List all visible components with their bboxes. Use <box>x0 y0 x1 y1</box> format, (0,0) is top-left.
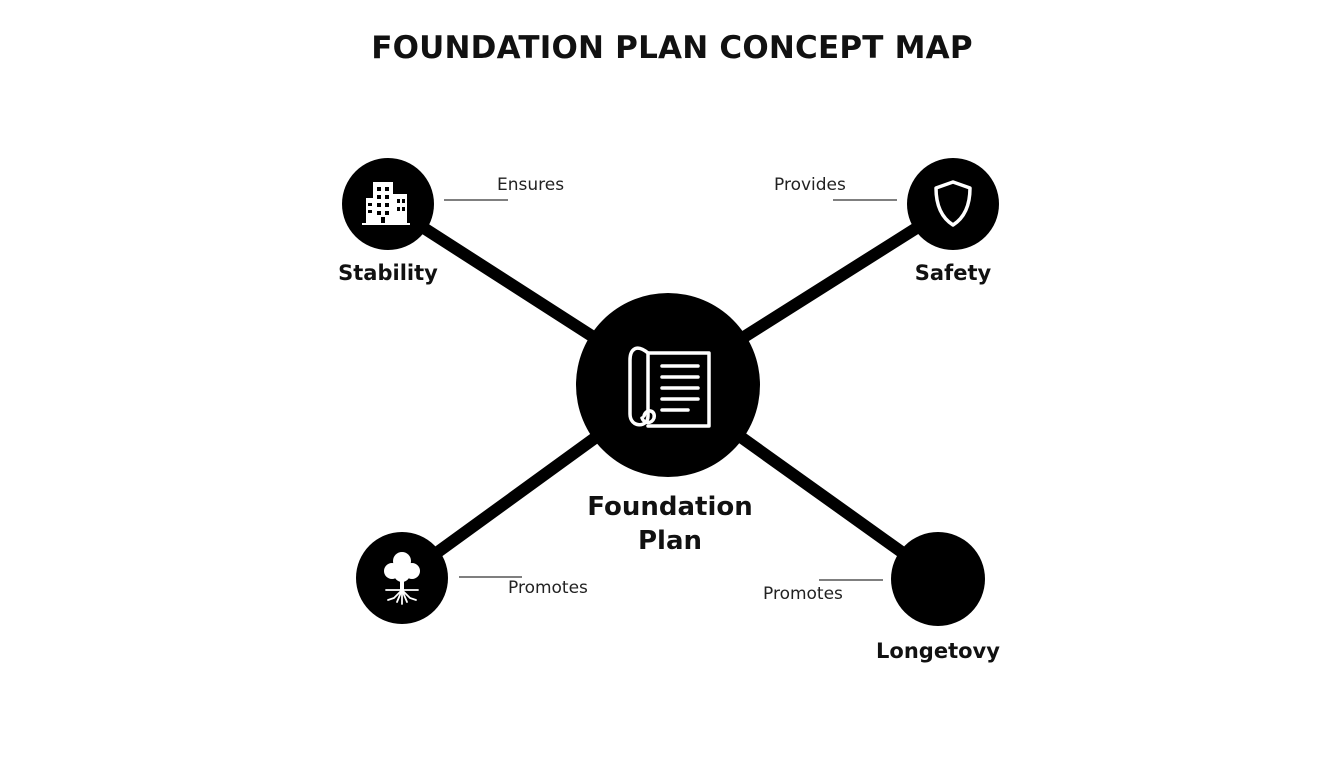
edge-label-ensures: Ensures <box>497 175 565 195</box>
blueprint-scroll-icon <box>628 346 711 428</box>
node-label-stability: Stability <box>338 261 438 285</box>
edge-label-promotes-left: Promotes <box>508 578 588 598</box>
node-label-safety: Safety <box>914 261 992 285</box>
diagram-title: FOUNDATION PLAN CONCEPT MAP <box>371 30 973 66</box>
longevity-node <box>891 532 985 626</box>
edge-label-rules <box>444 199 897 581</box>
safety-node <box>907 158 999 250</box>
edge-label-promotes-right: Promotes <box>763 584 843 604</box>
node-label-longevity: Longetovy <box>876 639 1000 663</box>
center-node <box>576 293 760 477</box>
center-label-line2: Plan <box>637 526 703 556</box>
tree-roots-icon <box>384 552 420 605</box>
center-node-label: Foundation Plan <box>560 490 780 558</box>
building-icon <box>362 182 410 225</box>
shield-icon <box>934 180 972 227</box>
center-label-line1: Foundation <box>587 492 753 522</box>
edge-label-provides: Provides <box>774 175 846 195</box>
